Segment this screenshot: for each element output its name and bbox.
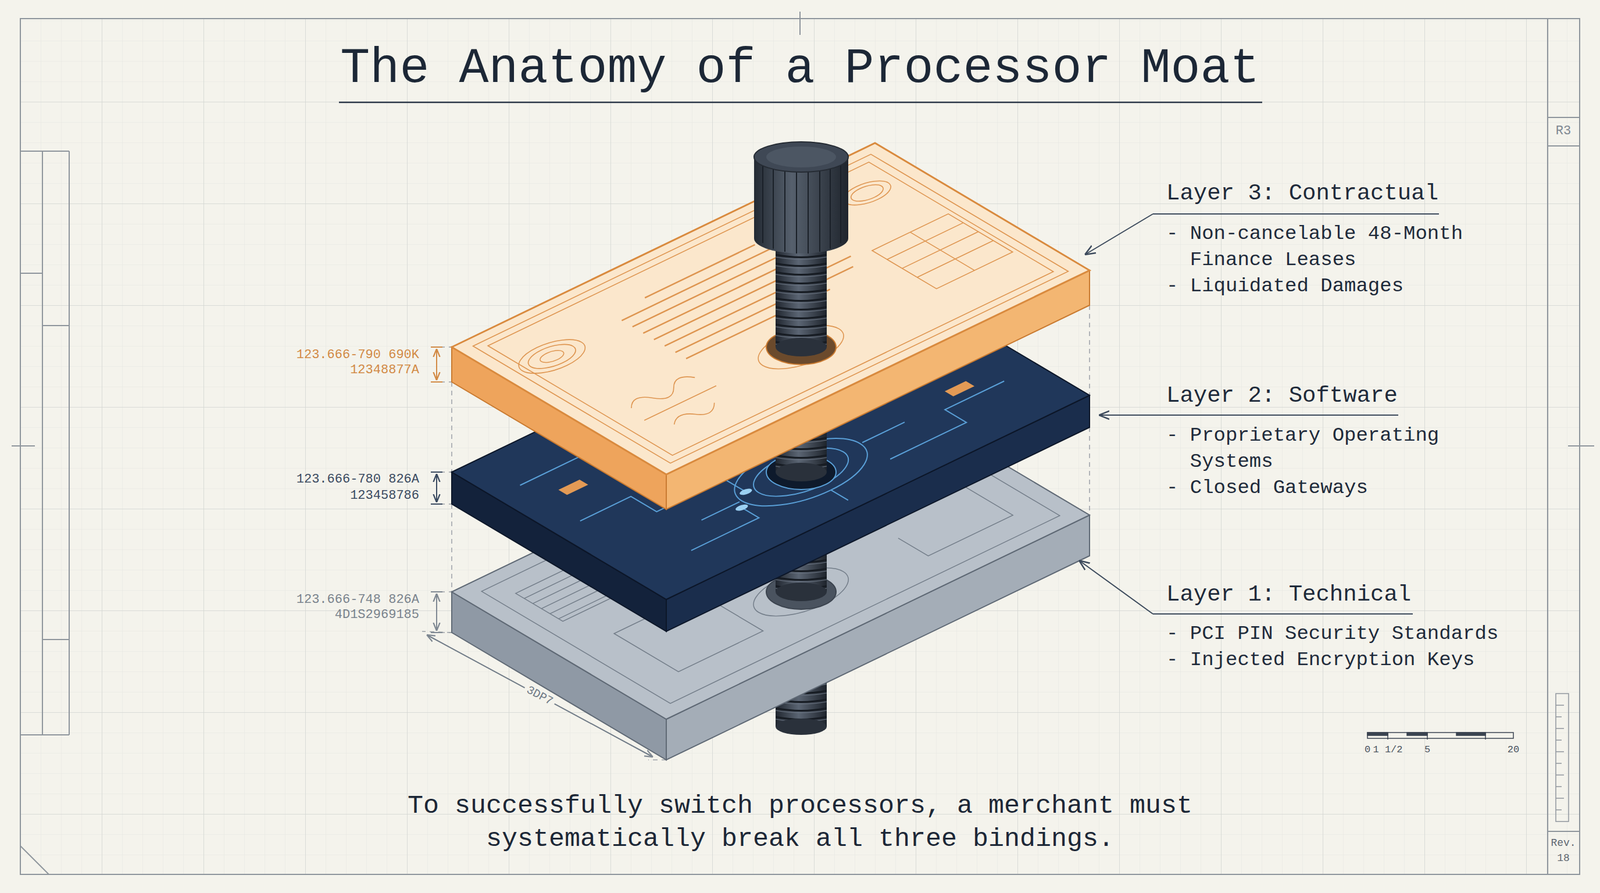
side-ruler bbox=[1555, 693, 1569, 822]
dimension-lines bbox=[430, 472, 443, 505]
drawing-frame bbox=[20, 18, 1580, 875]
dimension-label: 123.666-790 690K bbox=[296, 347, 420, 363]
layer-heading: Layer 2: Software bbox=[1166, 382, 1398, 410]
layer-heading: Layer 1: Technical bbox=[1166, 581, 1412, 609]
dimension-label: 123.666-780 826A bbox=[296, 472, 420, 488]
scale-number: 5 bbox=[1424, 744, 1431, 756]
bolt-lower-shaft bbox=[775, 718, 827, 735]
revision-label: Rev. bbox=[1550, 837, 1576, 850]
contract-plate bbox=[473, 154, 1069, 463]
bolt-shaft-segment bbox=[775, 582, 827, 602]
bolt-head bbox=[754, 141, 849, 357]
bolt-shaft-segment bbox=[775, 462, 827, 482]
diagram-caption: To successfully switch processors, a mer… bbox=[391, 789, 1209, 856]
dimension-lines bbox=[436, 473, 438, 503]
title-underline bbox=[338, 101, 1263, 104]
drawing-frame bbox=[20, 845, 49, 875]
diagram-title: The Anatomy of a Processor Moat bbox=[340, 39, 1260, 99]
scale-bar bbox=[1387, 732, 1486, 740]
scale-bar bbox=[1456, 732, 1486, 736]
drawing-frame bbox=[11, 11, 1595, 875]
software-plate bbox=[944, 381, 975, 397]
bolt-head bbox=[775, 238, 827, 348]
contract-plate bbox=[872, 213, 1013, 289]
scale-bar bbox=[1406, 732, 1428, 736]
software-plate bbox=[733, 503, 751, 513]
drawing-frame bbox=[1568, 445, 1595, 447]
leader-lines bbox=[1098, 414, 1153, 416]
layer-bullet: - Injected Encryption Keys bbox=[1166, 647, 1517, 674]
scale-bar bbox=[1367, 732, 1514, 740]
dimension-label: 123.666-748 826A bbox=[296, 592, 420, 608]
contract-plate bbox=[507, 333, 598, 380]
contract-plate bbox=[473, 154, 1069, 463]
layer-bullet: - Non-cancelable 48-Month Finance Leases bbox=[1166, 220, 1517, 274]
contract-plate bbox=[845, 181, 889, 205]
dimension-lines bbox=[436, 593, 438, 631]
leader-lines bbox=[1079, 560, 1153, 614]
side-ruler bbox=[1555, 705, 1564, 810]
layer-heading: Layer 3: Contractual bbox=[1166, 180, 1439, 208]
bolt-head bbox=[754, 223, 849, 254]
dimension-lines bbox=[430, 591, 443, 633]
scale-bar bbox=[1367, 732, 1514, 739]
dimension-lines bbox=[430, 347, 443, 382]
contract-plate bbox=[872, 213, 1013, 289]
layer-bullet: - PCI PIN Security Standards bbox=[1166, 620, 1517, 648]
leader-lines bbox=[1079, 213, 1439, 614]
layer-bullet: - Proprietary Operating Systems bbox=[1166, 422, 1517, 475]
software-plate bbox=[737, 487, 755, 497]
leader-lines bbox=[1152, 613, 1413, 615]
contract-plate bbox=[620, 371, 739, 434]
contract-plate bbox=[536, 348, 569, 366]
layer-bullet: - Liquidated Damages bbox=[1166, 273, 1517, 300]
layer-bullet: - Closed Gateways bbox=[1166, 475, 1517, 502]
contract-plate bbox=[451, 143, 1090, 510]
grid-background bbox=[20, 18, 1580, 875]
bolt-head bbox=[754, 141, 849, 173]
grid-background bbox=[20, 18, 1580, 875]
scale-bar bbox=[1367, 732, 1388, 736]
scale-number: 20 bbox=[1507, 744, 1520, 756]
bolt-head bbox=[775, 337, 827, 357]
sheet-code: R3 bbox=[1555, 123, 1571, 139]
scale-number: 1 1/2 bbox=[1372, 744, 1403, 756]
revision-number: 18 bbox=[1556, 852, 1570, 866]
dimension-label: 4D1S2969185 bbox=[334, 607, 420, 623]
dimension-label: 12348877A bbox=[350, 362, 420, 378]
dimension-lines bbox=[436, 348, 438, 381]
dimension-label: 123458786 bbox=[350, 488, 420, 504]
guide-lines bbox=[440, 347, 452, 633]
drawing-frame bbox=[20, 151, 70, 735]
side-ruler bbox=[1555, 693, 1569, 822]
bolt-head bbox=[766, 146, 837, 168]
contract-plate bbox=[451, 143, 1090, 475]
title-underline bbox=[338, 102, 1263, 103]
scale-number: 0 bbox=[1364, 744, 1371, 756]
leader-lines bbox=[1152, 213, 1439, 215]
leader-lines bbox=[1152, 414, 1399, 416]
bolt-head bbox=[775, 250, 827, 348]
dimension-label: 3DP7 bbox=[521, 681, 558, 710]
bolt-head bbox=[762, 162, 841, 254]
software-plate bbox=[558, 479, 589, 495]
contract-plate bbox=[519, 340, 584, 374]
leader-lines bbox=[1084, 213, 1153, 255]
